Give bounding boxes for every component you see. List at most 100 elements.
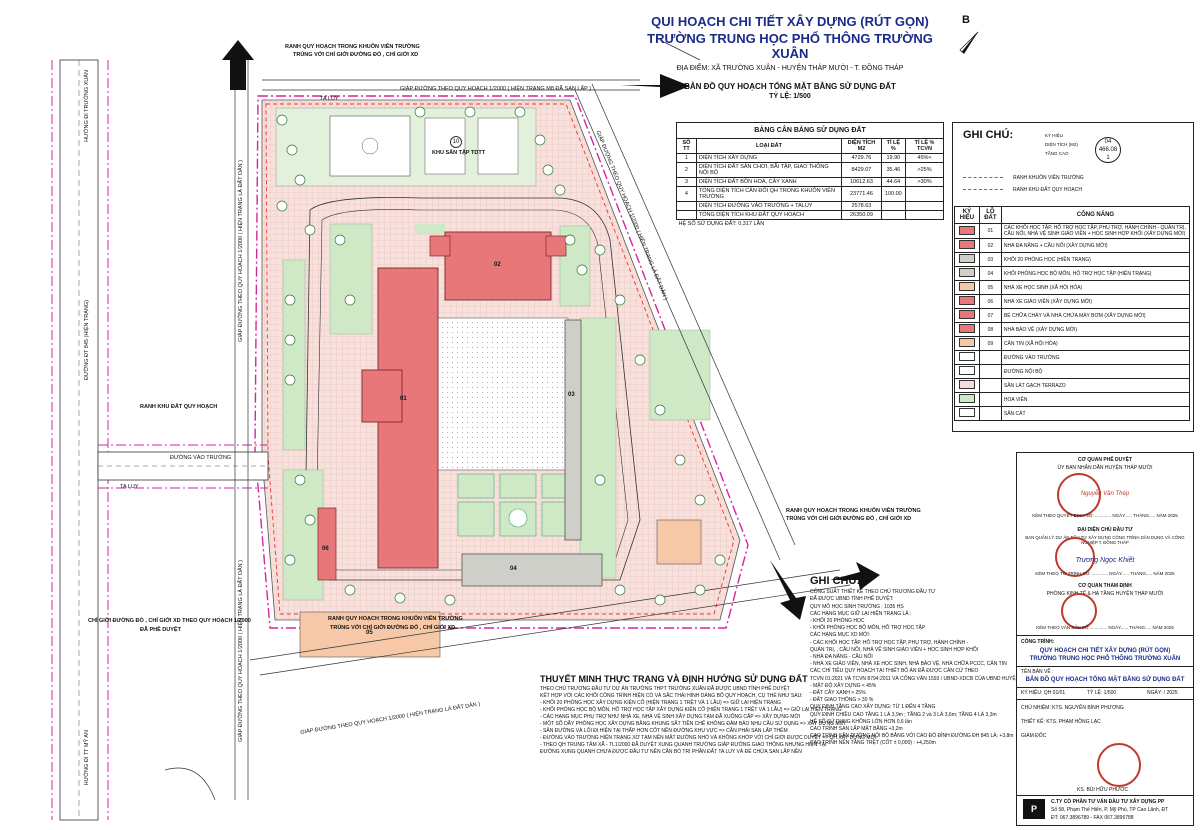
- road-arrow-bottom: [830, 562, 880, 590]
- legend-swatch: [958, 254, 975, 263]
- tree-icon: [276, 200, 288, 212]
- legend-lot: 05: [978, 280, 1002, 295]
- company-address: Số 58, Phạm Thế Hiển, P. Mỹ Phú, TP Cao …: [1051, 807, 1169, 813]
- note-line: QUY ĐỊNH TẦNG CAO XÂY DỰNG: TỪ 1 ĐẾN 4 T…: [810, 704, 936, 711]
- legend-lot: [978, 406, 1002, 421]
- project-line-1: QUY HOẠCH CHI TIẾT XÂY DỰNG (RÚT GỌN): [1039, 648, 1171, 654]
- legend-swatch: [958, 352, 975, 361]
- legend-function: BỂ CHỮA CHÁY VÀ NHÀ CHỨA MÁY BƠM (XÂY DỰ…: [1000, 308, 1191, 323]
- explanation-line: - THEO QH TRUNG TÂM XÃ - TL1/2000 ĐÃ DUY…: [540, 742, 827, 748]
- label-talui-access: TA LUY: [120, 484, 139, 490]
- approval-signer-2: Trương Ngọc Khiết: [1075, 557, 1135, 564]
- tree-icon: [276, 114, 288, 126]
- explanation-line: - MỘT SỐ DÃY PHÒNG HỌC XÂY DỰNG BẰNG KHU…: [540, 721, 846, 727]
- company-stamp-icon: [1097, 743, 1141, 787]
- legend-swatch-cell: [954, 266, 980, 281]
- drawing-name: BẢN ĐỒ QUY HOẠCH TỔNG MẶT BẰNG SỬ DỤNG Đ…: [1025, 677, 1185, 683]
- note-line: - NHÀ XE GIÁO VIÊN, NHÀ XE HỌC SINH, NHÀ…: [810, 661, 1007, 668]
- key-label-area: DIỆN TÍCH (M2): [1045, 142, 1078, 147]
- tree-icon: [594, 244, 606, 256]
- note-line: - NHÀ ĐA NĂNG - CẦU NỐI: [810, 654, 873, 661]
- explanation-line: - KHỐI 20 PHÒNG HỌC XÂY DỰNG KIÊN CỐ (HI…: [540, 700, 781, 706]
- tree-icon: [554, 184, 566, 196]
- land-table-cell: [905, 201, 944, 211]
- tree-icon: [654, 594, 666, 606]
- legend-head-symbol: KÝ HIỆU: [954, 206, 980, 224]
- legend-lot: [978, 378, 1002, 393]
- key-label-symbol: KÝ HIỆU: [1045, 133, 1064, 138]
- legend-function: CÁC KHỐI HỌC TẬP, HỖ TRỢ HỌC TẬP, PHỤ TR…: [1000, 223, 1191, 239]
- company-name: C.TY CỔ PHẦN TƯ VẤN ĐẦU TƯ XÂY DỰNG PP: [1051, 799, 1165, 805]
- land-table-cell: >30%: [905, 177, 944, 187]
- drawing-label: TÊN BẢN VẼ :: [1021, 669, 1054, 675]
- land-table-header: TỈ LỆ % TCVN: [905, 138, 944, 154]
- label-road-left-3: HƯỚNG ĐI TT MỸ AN: [84, 730, 90, 786]
- tree-icon: [614, 294, 626, 306]
- tree-icon: [594, 474, 606, 486]
- approval-org-1b: ỦY BAN NHÂN DÂN HUYỆN THÁP MƯỜI: [1057, 465, 1153, 471]
- land-table-cell: [676, 201, 697, 211]
- legend-function: SÂN LÁT GẠCH TERRAZO: [1000, 378, 1191, 393]
- legend-row: HOA VIÊN: [954, 392, 1191, 407]
- title-block: QUI HOẠCH CHI TIẾT XÂY DỰNG (RÚT GỌN) TR…: [640, 14, 940, 100]
- legend-row: SÂN CÁT: [954, 406, 1191, 421]
- legend-function: SÂN CÁT: [1000, 406, 1191, 421]
- legend-swatch-cell: [954, 294, 980, 309]
- key-sample-area: 466.08: [1098, 147, 1118, 153]
- map-title: BẢN ĐỒ QUY HOẠCH TỔNG MẶT BẰNG SỬ DỤNG Đ…: [684, 82, 896, 91]
- land-table-header: DIỆN TÍCH M2: [841, 138, 882, 154]
- legend-swatch: [958, 282, 975, 291]
- approval-stamp-1-icon: [1057, 473, 1101, 517]
- note-line: - CÁC KHỐI HỌC TẬP, HỖ TRỢ HỌC TẬP, PHỤ …: [810, 639, 969, 646]
- note-line: CAO TRÌNH SÂN ĐƯỜNG NỘI BỘ BẰNG VỚI CAO …: [810, 733, 1014, 740]
- sheet-scale: TỶ LỆ: 1/500: [1087, 690, 1117, 696]
- land-table-cell: 35.46: [880, 162, 907, 178]
- legend-function: HOA VIÊN: [1000, 392, 1191, 407]
- legend-lot: 02: [978, 238, 1002, 253]
- explanation-line: - KHỐI PHÒNG HỌC BỘ MÔN, HỖ TRỢ HỌC TẬP …: [540, 707, 842, 713]
- approval-stamp-3-icon: [1061, 593, 1097, 629]
- land-table-cell: 10612.63: [841, 177, 882, 187]
- explanation-line: KẾT HỢP VỚI CÁC KHỐI CÔNG TRÌNH HIỆN CÓ …: [540, 693, 803, 699]
- legend-line-campus-label: RANH KHUÔN VIÊN TRƯỜNG: [1013, 175, 1084, 181]
- label-ranh-bottom-2: TRÙNG VỚI CHỈ GIỚI ĐƯỜNG ĐỎ , CHỈ GIỚI X…: [330, 625, 456, 631]
- legend-swatch-cell: [954, 280, 980, 295]
- explanation-panel: THUYẾT MINH THỰC TRẠNG VÀ ĐỊNH HƯỚNG SỬ …: [540, 674, 876, 756]
- note-line: QUẢN TRỊ, , CẦU NỐI, NHÀ VỆ SINH GIÁO VI…: [810, 646, 979, 653]
- approval-block: CƠ QUAN PHÊ DUYỆT ỦY BAN NHÂN DÂN HUYỆN …: [1016, 452, 1194, 826]
- approval-signer-1: Nguyễn Văn Thép: [1080, 491, 1130, 497]
- north-label: B: [962, 14, 970, 26]
- legend-row: SÂN LÁT GẠCH TERRAZO: [954, 378, 1191, 393]
- tree-icon: [284, 294, 296, 306]
- road-arrow-right: [770, 560, 806, 620]
- legend-swatch-cell: [954, 350, 980, 365]
- note-line: - KHỐI 20 PHÒNG HỌC: [810, 618, 865, 625]
- legend-swatch-cell: [954, 308, 980, 323]
- label-road-left: ĐƯỜNG ĐT 845 (HIỆN TRẠNG): [84, 300, 90, 381]
- label-ranh-land: RANH KHU ĐẤT QUY HOẠCH: [140, 404, 218, 410]
- legend-lot: [978, 350, 1002, 365]
- legend-function: ĐƯỜNG NỘI BỘ: [1000, 364, 1191, 379]
- label-talui-top: TA LUY: [320, 96, 339, 102]
- tree-icon: [564, 234, 576, 246]
- label-top-road: GIÁP ĐƯỜNG THEO QUY HOẠCH 1/2000 ( HIỆN …: [400, 86, 592, 92]
- company-phone: ĐT: 067.3896789 - FAX 067.3896788: [1051, 815, 1134, 821]
- legend-swatch-cell: [954, 238, 980, 253]
- garden-beds: [457, 473, 569, 537]
- legend-swatch: [958, 338, 975, 347]
- note-line: - KHỐI PHÒNG HỌC BỘ MÔN, HỖ TRỢ HỌC TẬP: [810, 625, 926, 632]
- tree-icon: [444, 594, 456, 606]
- explanation-title: THUYẾT MINH THỰC TRẠNG VÀ ĐỊNH HƯỚNG SỬ …: [540, 674, 808, 684]
- tree-icon: [534, 134, 546, 146]
- tree-icon: [694, 584, 706, 596]
- legend-line-land: RANH KHU ĐẤT QUY HOẠCH: [963, 187, 1082, 193]
- land-table-cell: [880, 201, 907, 211]
- legend-lot: [978, 364, 1002, 379]
- legend-line-campus: RANH KHUÔN VIÊN TRƯỜNG: [963, 175, 1084, 181]
- legend-swatch-cell: [954, 406, 980, 421]
- notes-title: GHI CHÚ:: [810, 575, 861, 587]
